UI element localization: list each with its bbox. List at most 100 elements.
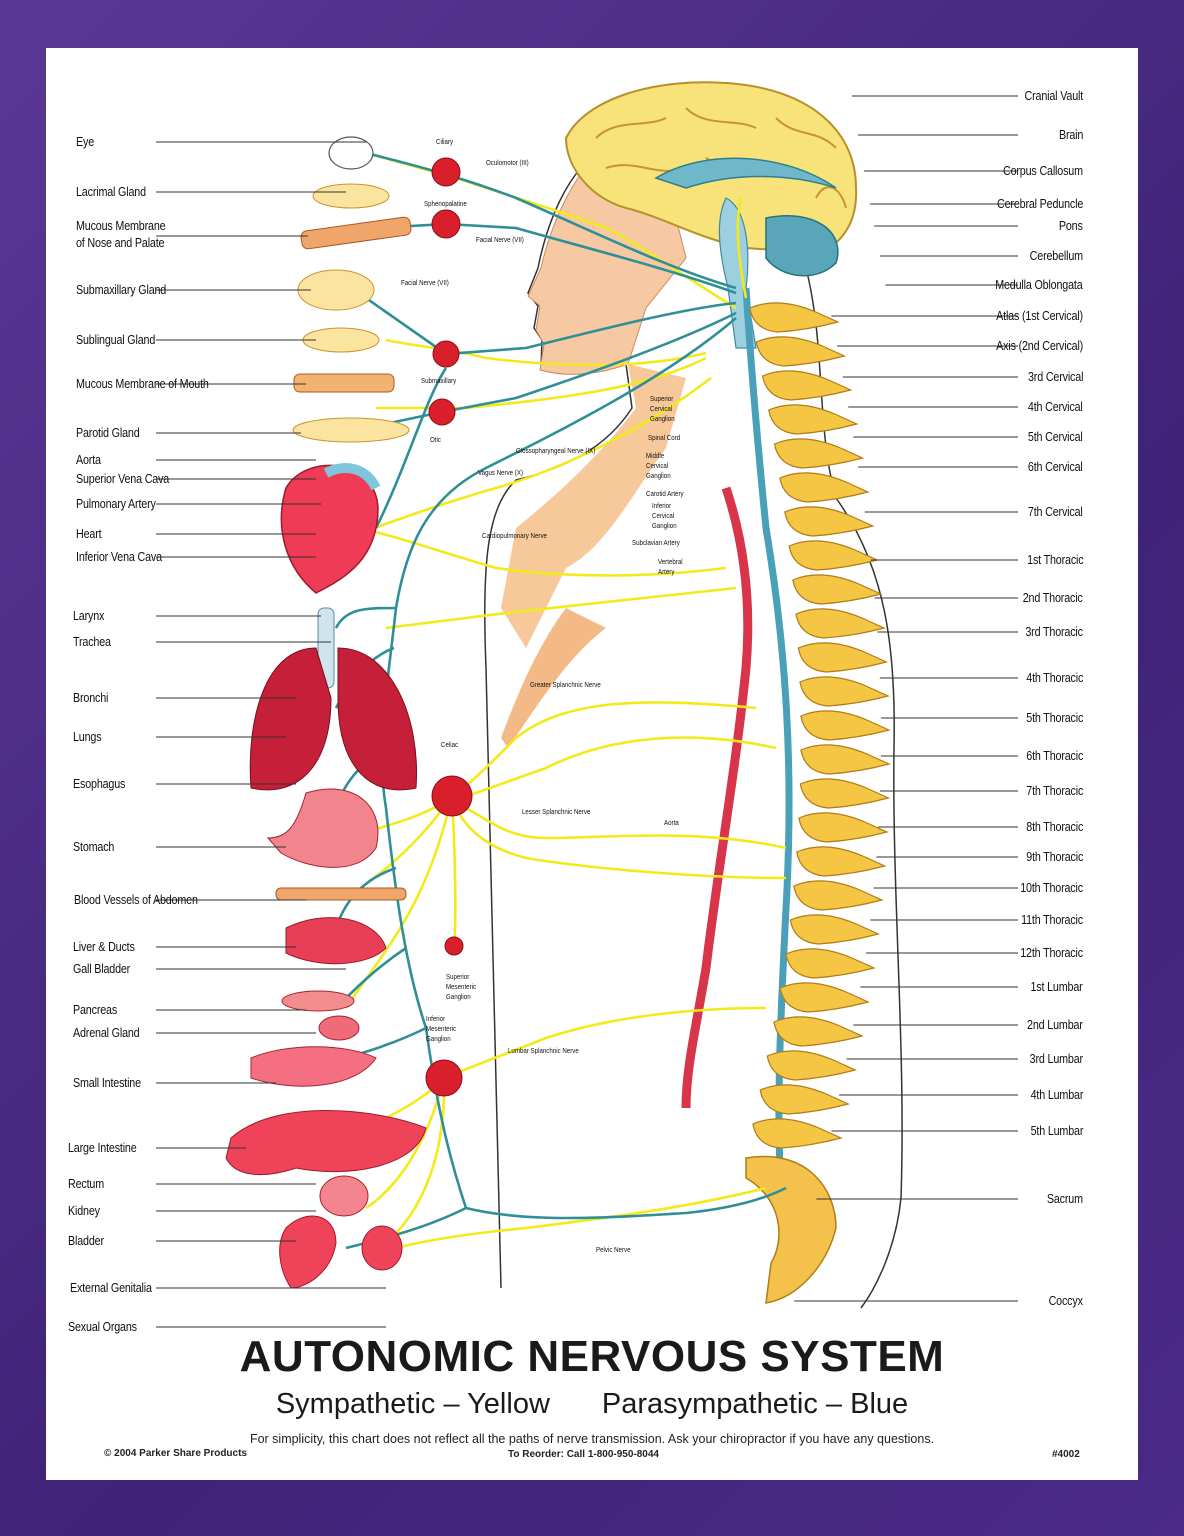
parotid-organ (292, 417, 410, 443)
eye-organ (328, 136, 374, 170)
ganglion (425, 1059, 463, 1097)
back-outline (805, 267, 903, 1309)
sympathetic-nerve (385, 1077, 446, 1244)
chart-title: AUTONOMIC NERVOUS SYSTEM (239, 1332, 945, 1381)
vertebrae-group (749, 302, 891, 1149)
large-intestine-organ (225, 1110, 427, 1176)
adrenal-organ (318, 1015, 360, 1041)
label-l2: 2nd Lumbar (1027, 1018, 1083, 1032)
right-lung (337, 647, 418, 791)
vertebra (789, 914, 881, 945)
leader-lines (156, 95, 1018, 1328)
kidney-organ (319, 1175, 369, 1217)
legend-sympathetic: Sympathetic – Yellow (275, 1388, 550, 1420)
label-esophagus: Esophagus (73, 777, 126, 791)
vertebra (788, 540, 879, 571)
sympathetic-nerve (451, 701, 757, 798)
ganglion (432, 340, 460, 368)
arm (501, 608, 606, 748)
disclaimer-note: For simplicity, this chart does not refl… (249, 1432, 935, 1446)
label-vertebral-1: Vertebral (658, 557, 683, 566)
label-inferior-cervical-1: Inferior (652, 501, 672, 510)
vertebra (792, 574, 883, 605)
label-cerebellum: Cerebellum (1029, 249, 1083, 263)
label-cranial-vault: Cranial Vault (1024, 89, 1083, 103)
label-corpus-callosum: Corpus Callosum (1003, 164, 1083, 178)
aorta-arch (323, 463, 381, 491)
label-t8: 8th Thoracic (1026, 820, 1083, 834)
label-sacrum: Sacrum (1046, 1192, 1083, 1206)
parasympathetic-nerve (465, 1186, 787, 1220)
label-cerebral-peduncle: Cerebral Peduncle (996, 197, 1083, 211)
sympathetic-nerve (450, 795, 457, 947)
label-parotid-gland: Parotid Gland (76, 426, 140, 440)
label-t7: 7th Thoracic (1026, 784, 1083, 798)
label-spinal-cord: Spinal Cord (648, 433, 681, 442)
label-gall-bladder: Gall Bladder (73, 962, 131, 976)
label-c6: 6th Cervical (1028, 460, 1083, 474)
parasympathetic-nerve (365, 296, 737, 356)
vertebra (785, 948, 876, 979)
nose-membrane-organ (300, 216, 412, 250)
vertebra (799, 778, 891, 809)
label-otic: Otic (430, 435, 441, 444)
vertebra (798, 812, 889, 843)
label-l1: 1st Lumbar (1030, 980, 1083, 994)
label-pons: Pons (1059, 219, 1083, 233)
ganglion (444, 936, 464, 956)
ganglion (431, 209, 461, 239)
sympathetic-nerve (385, 338, 707, 367)
sympathetic-nerve (455, 736, 777, 802)
label-medulla: Medulla Oblongata (995, 278, 1084, 292)
label-brain: Brain (1058, 128, 1083, 142)
label-bronchi: Bronchi (73, 691, 109, 705)
vertebra (759, 1084, 850, 1115)
neck-torso (501, 364, 686, 648)
genitalia-organ (361, 1225, 403, 1271)
parasympathetic-nerve (365, 311, 737, 430)
label-mucous-mouth: Mucous Membrane of Mouth (76, 377, 209, 391)
label-inf-mesenteric-1: Inferior (426, 1014, 446, 1023)
label-sup-mesenteric-2: Mesenteric (446, 982, 477, 991)
sympathetic-nerve (345, 376, 712, 540)
cerebellum (765, 215, 839, 277)
ganglion (431, 775, 473, 817)
ganglion (428, 398, 456, 426)
vertebra (795, 608, 886, 639)
label-large-intestine: Large Intestine (68, 1141, 137, 1155)
label-aorta-inner: Aorta (664, 818, 679, 827)
sympathetic-nerve (376, 356, 707, 410)
label-middle-cervical-3: Ganglion (646, 471, 671, 480)
label-stomach: Stomach (73, 840, 115, 854)
label-subclavian: Subclavian Artery (632, 538, 680, 547)
ganglia-group (425, 157, 473, 1097)
label-sphenopalatine: Sphenopalatine (424, 199, 467, 208)
label-pelvic: Pelvic Nerve (596, 1245, 631, 1254)
label-superior-cervical-1: Superior (650, 394, 674, 403)
parasympathetic-nerve (334, 606, 397, 629)
sympathetic-nerve (395, 1186, 767, 1250)
label-c7: 7th Cervical (1028, 505, 1083, 519)
label-facial-vii-a: Facial Nerve (VII) (476, 235, 524, 244)
bladder-organ (279, 1215, 337, 1289)
vertebra (800, 710, 891, 741)
vertebra (784, 506, 875, 537)
ganglion (431, 157, 461, 187)
label-inferior-vena-cava: Inferior Vena Cava (76, 550, 162, 564)
label-c5: 5th Cervical (1028, 430, 1083, 444)
label-lumbar-splanchnic: Lumbar Splanchnic Nerve (508, 1046, 579, 1055)
mouth-membrane-organ (293, 373, 395, 393)
vertebra (766, 1050, 857, 1081)
spinal-cord (742, 287, 793, 1189)
label-vagus: Vagus Nerve (X) (478, 468, 524, 477)
vertebra (793, 880, 884, 911)
label-bladder: Bladder (68, 1234, 104, 1248)
label-l5: 5th Lumbar (1030, 1124, 1083, 1138)
label-t1: 1st Thoracic (1026, 553, 1083, 567)
lacrimal-gland-organ (312, 183, 390, 209)
sympathetic-nerve (445, 1006, 767, 1080)
label-blood-vessels: Blood Vessels of Abdomen (74, 893, 198, 907)
label-external-genitalia: External Genitalia (70, 1281, 152, 1295)
label-adrenal-gland: Adrenal Gland (73, 1026, 140, 1040)
pancreas-organ (281, 990, 355, 1012)
